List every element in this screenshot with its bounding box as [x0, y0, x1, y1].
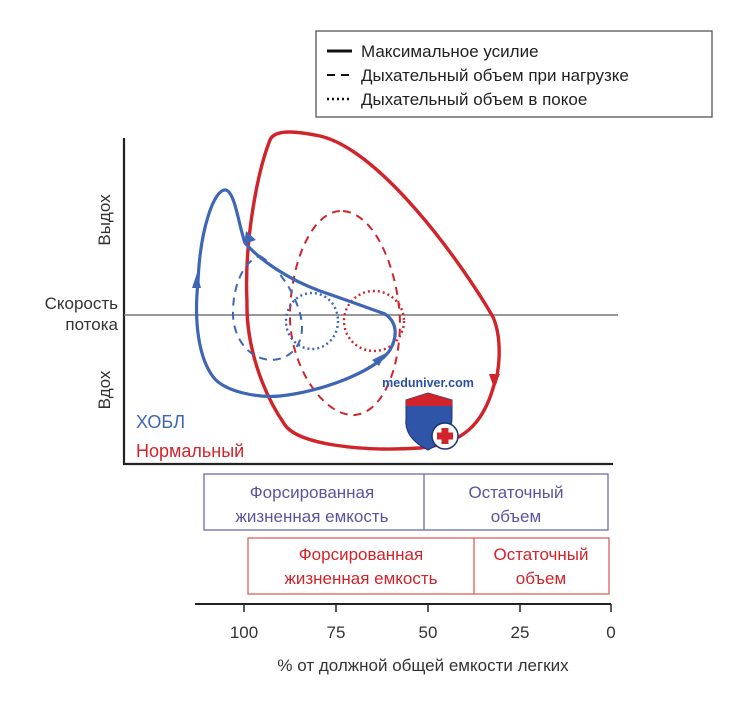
legend-label-exercise-tidal: Дыхательный объем при нагрузке: [361, 66, 629, 85]
copd-max-effort-loop: [194, 188, 397, 398]
normal-rv-label-line1: Остаточный: [493, 545, 588, 564]
normal-rv-label-line2: объем: [516, 569, 566, 588]
plot-axes: [122, 138, 618, 466]
copd-curves: [192, 188, 397, 398]
cross-icon-horizontal: [437, 432, 453, 440]
y-label-flow-line2: потока: [65, 315, 118, 334]
normal-series-label: Нормальный: [136, 441, 244, 461]
normal-volume-box: Форсированная жизненная емкость Остаточн…: [247, 537, 610, 595]
normal-exercise-tidal-loop: [288, 209, 402, 417]
normal-curves: [244, 130, 501, 451]
watermark-text: meduniver.com: [382, 376, 474, 390]
shield-stripe: [406, 393, 452, 406]
y-label-flow-line1: Скорость: [45, 294, 119, 313]
copd-rv-label-line2: объем: [491, 507, 541, 526]
copd-volume-box: Форсированная жизненная емкость Остаточн…: [203, 473, 609, 531]
watermark-logo: meduniver.com: [382, 376, 474, 451]
normal-volume-frame: [247, 537, 610, 595]
normal-fvc-label-line1: Форсированная: [299, 545, 423, 564]
copd-flow-arrow-up: [192, 273, 201, 288]
tick-label-75: 75: [327, 623, 346, 642]
normal-rest-tidal-loop: [342, 289, 406, 353]
copd-exercise-tidal-loop: [231, 254, 304, 362]
normal-max-effort-loop: [244, 130, 501, 451]
y-label-inspiration: Вдох: [95, 370, 114, 409]
normal-fvc-label-line2: жизненная емкость: [284, 569, 437, 588]
legend-label-max-effort: Максимальное усилие: [361, 42, 539, 61]
copd-fvc-label-line2: жизненная емкость: [235, 507, 388, 526]
copd-volume-frame: [203, 473, 609, 531]
x-axis-label: % от должной общей емкости легких: [277, 656, 569, 675]
tick-label-50: 50: [419, 623, 438, 642]
copd-flow-arrow-top: [244, 231, 256, 244]
legend: Максимальное усилие Дыхательный объем пр…: [315, 30, 713, 118]
copd-rv-label-line1: Остаточный: [468, 483, 563, 502]
copd-series-label: ХОБЛ: [136, 412, 185, 432]
tick-label-100: 100: [230, 623, 258, 642]
volume-scale: 100 75 50 25 0 % от должной общей емкост…: [195, 603, 616, 675]
copd-fvc-label-line1: Форсированная: [250, 483, 374, 502]
copd-rest-tidal-loop: [284, 291, 340, 351]
y-label-expiration: Выдох: [95, 194, 114, 246]
legend-label-rest-tidal: Дыхательный объем в покое: [361, 90, 587, 109]
legend-box: [315, 30, 713, 118]
tick-label-0: 0: [606, 623, 615, 642]
normal-flow-arrow-down: [489, 374, 500, 388]
tick-label-25: 25: [511, 623, 530, 642]
copd-flow-arrow-right: [372, 353, 386, 366]
